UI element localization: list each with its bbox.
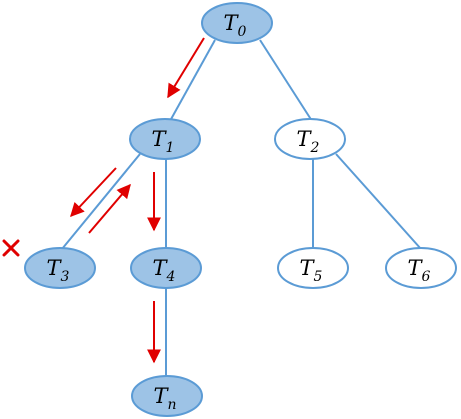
pruned-marker	[2, 239, 20, 257]
node-label-base: T	[47, 256, 63, 280]
node-t4: T4	[130, 247, 202, 289]
traversal-arrows	[70, 37, 205, 364]
node-label-base: T	[153, 384, 169, 408]
node-label-subscript: 0	[238, 24, 247, 40]
node-label-subscript: 1	[166, 140, 175, 156]
edge-t0-t1	[169, 39, 216, 122]
node-t6: T6	[385, 247, 457, 289]
traversal-arrow-t1-to-t3	[70, 167, 117, 218]
node-shape	[277, 247, 349, 289]
node-t3: T3	[24, 247, 96, 289]
node-shape	[274, 118, 346, 160]
node-shape	[201, 2, 273, 44]
node-label: Tn	[153, 384, 176, 413]
node-label: T0	[224, 11, 247, 40]
edge-t0-t2	[259, 39, 313, 122]
node-label-base: T	[297, 127, 313, 151]
node-label: T1	[152, 127, 175, 156]
node-t5: T5	[277, 247, 349, 289]
node-label-subscript: 5	[314, 269, 323, 285]
node-label: T4	[153, 256, 176, 285]
node-label-base: T	[224, 11, 240, 35]
node-label: T3	[47, 256, 70, 285]
node-label-subscript: 4	[166, 269, 176, 285]
node-label-subscript: 2	[310, 140, 320, 156]
node-shape	[129, 118, 201, 160]
node-shape	[131, 375, 203, 417]
node-t2: T2	[274, 118, 346, 160]
edge-t2-t6	[335, 153, 422, 250]
node-shape	[130, 247, 202, 289]
edges	[61, 39, 422, 376]
traversal-arrow-t3-to-t1	[88, 183, 131, 234]
node-label-base: T	[408, 256, 424, 280]
node-t0: T0	[201, 2, 273, 44]
node-shape	[385, 247, 457, 289]
cross-icon	[2, 239, 20, 257]
node-tn: Tn	[131, 375, 203, 417]
edge-t1-t3	[61, 153, 141, 250]
traversal-arrow-t0-to-t1	[167, 37, 205, 99]
node-label-base: T	[153, 256, 169, 280]
node-label-base: T	[152, 127, 168, 151]
node-label-subscript: 6	[422, 269, 431, 285]
node-label-base: T	[300, 256, 316, 280]
node-label-subscript: 3	[61, 269, 70, 285]
node-t1: T1	[129, 118, 201, 160]
node-label: T2	[297, 127, 320, 156]
node-shape	[24, 247, 96, 289]
node-label-subscript: n	[167, 397, 176, 413]
node-label: T5	[300, 256, 323, 285]
node-label: T6	[408, 256, 431, 285]
